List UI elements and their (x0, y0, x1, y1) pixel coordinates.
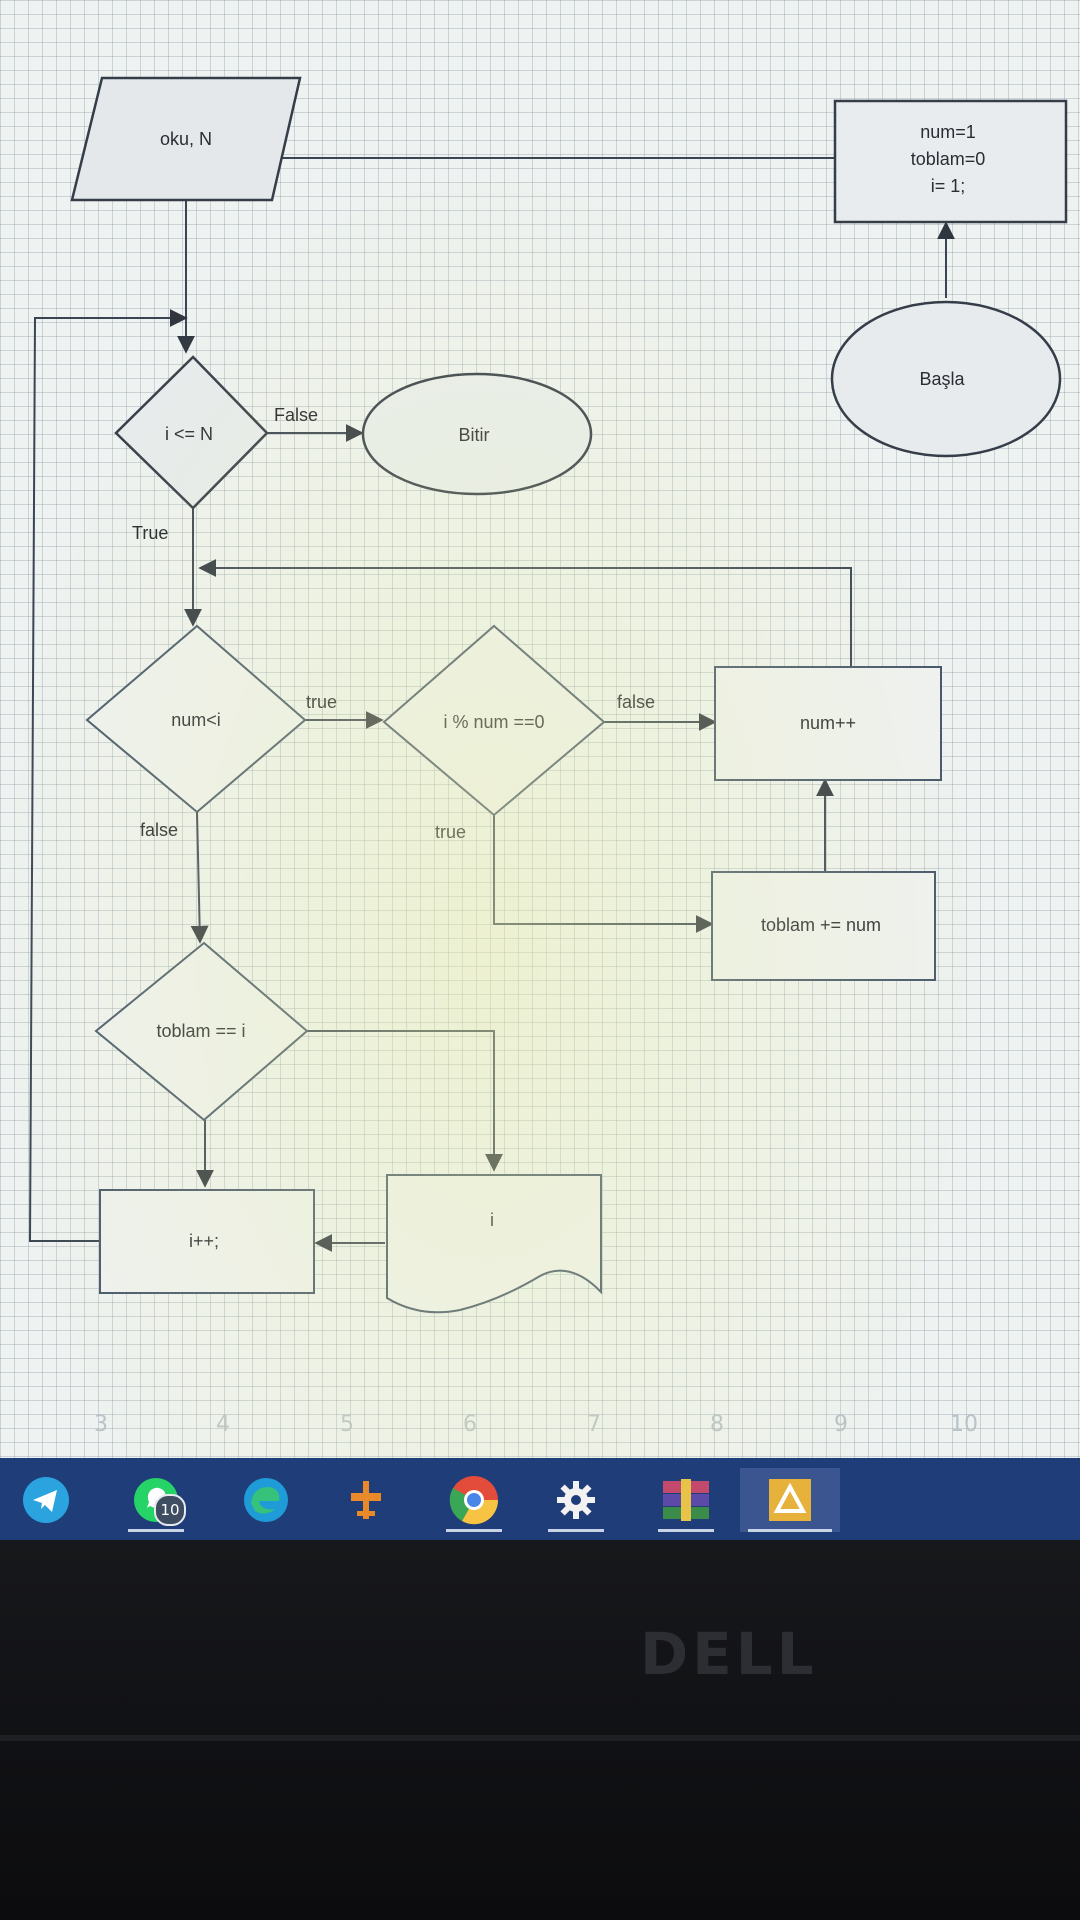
toplam-add-label: toblam += num (761, 915, 881, 935)
decision-toplam-eq-i[interactable] (94, 941, 309, 1122)
app-orange-icon (351, 1481, 381, 1519)
taskbar-settings[interactable] (540, 1468, 612, 1532)
flowchart-canvas: oku, N num=1 toblam=0 i= 1; Başla i <= N… (28, 76, 1068, 1314)
running-indicator (548, 1529, 604, 1532)
decision-mod[interactable] (382, 624, 606, 817)
running-indicator (128, 1529, 184, 1532)
cond-num-lt-i-label: num<i (171, 710, 221, 730)
init-i-label: i= 1; (931, 176, 966, 196)
running-indicator (446, 1529, 502, 1532)
ruler-number: 5 (340, 1412, 354, 1437)
edge-numlt-false-down (190, 811, 209, 944)
input-read-label: oku, N (160, 129, 212, 149)
edge-label-false-end: False (274, 405, 318, 425)
output-document-shape[interactable] (386, 1174, 602, 1314)
num-increment-box[interactable] (714, 666, 942, 781)
end-label: Bitir (459, 425, 490, 445)
settings-gear-icon (557, 1481, 595, 1519)
ruler-number: 8 (710, 1412, 724, 1437)
end-terminator[interactable] (361, 372, 593, 496)
edge-toplam-to-output (307, 1030, 503, 1172)
page-ruler: 3 4 5 6 7 8 9 10 (0, 1412, 1080, 1442)
ruler-number: 4 (216, 1412, 230, 1437)
start-label: Başla (919, 369, 965, 389)
num-increment-label: num++ (800, 713, 856, 733)
taskbar: 10 (0, 1458, 1080, 1540)
taskbar-app-orange[interactable] (330, 1468, 402, 1532)
ruler-number: 6 (463, 1412, 477, 1437)
edge-label-true-add: true (435, 822, 466, 842)
taskbar-chrome[interactable] (438, 1468, 510, 1532)
edge-label-false-inc: false (617, 692, 655, 712)
running-indicator (748, 1529, 832, 1532)
edge-mod-to-add (493, 815, 714, 933)
edge-icon (244, 1478, 288, 1522)
cond-mod-label: i % num ==0 (443, 712, 544, 732)
edge-num-inc-loop-back (198, 559, 852, 667)
ruler-number: 9 (834, 1412, 848, 1437)
edge-label-true-mod: true (306, 692, 337, 712)
toplam-add-box[interactable] (711, 871, 936, 981)
taskbar-edge[interactable] (230, 1468, 302, 1532)
ruler-number: 3 (94, 1412, 108, 1437)
connectors (28, 157, 955, 1252)
i-increment-box[interactable] (99, 1189, 315, 1294)
edge-label-true-down: True (132, 523, 168, 543)
taskbar-flowchart-app[interactable] (740, 1468, 840, 1532)
screen: oku, N num=1 toblam=0 i= 1; Başla i <= N… (0, 0, 1080, 1460)
taskbar-telegram[interactable] (10, 1468, 82, 1532)
whatsapp-badge: 10 (154, 1494, 186, 1526)
ruler-number: 7 (587, 1412, 601, 1437)
init-process-box[interactable] (833, 99, 1068, 224)
telegram-icon (23, 1477, 69, 1523)
edge-label-false-down: false (140, 820, 178, 840)
flowchart-app-icon (769, 1479, 811, 1521)
edge-inc-loop-back (28, 309, 188, 1242)
taskbar-winrar[interactable] (650, 1468, 722, 1532)
laptop-bezel (0, 1540, 1080, 1920)
chrome-icon (449, 1476, 499, 1525)
init-num-label: num=1 (920, 122, 976, 142)
decision-num-lt-i[interactable] (85, 624, 307, 814)
output-i-label: i (490, 1210, 494, 1230)
cond-i-le-n-label: i <= N (165, 424, 213, 444)
taskbar-whatsapp[interactable]: 10 (120, 1468, 192, 1532)
dell-logo: DELL (640, 1620, 818, 1688)
start-terminator[interactable] (830, 300, 1062, 458)
i-increment-label: i++; (189, 1231, 219, 1251)
bezel-hinge (0, 1735, 1080, 1741)
decision-i-le-n[interactable] (114, 355, 269, 510)
ruler-number: 10 (950, 1412, 978, 1437)
running-indicator (658, 1529, 714, 1532)
winrar-icon (663, 1479, 709, 1521)
input-parallelogram[interactable] (70, 76, 302, 202)
init-toplam-label: toblam=0 (911, 149, 986, 169)
cond-toplam-eq-i-label: toblam == i (156, 1021, 245, 1041)
